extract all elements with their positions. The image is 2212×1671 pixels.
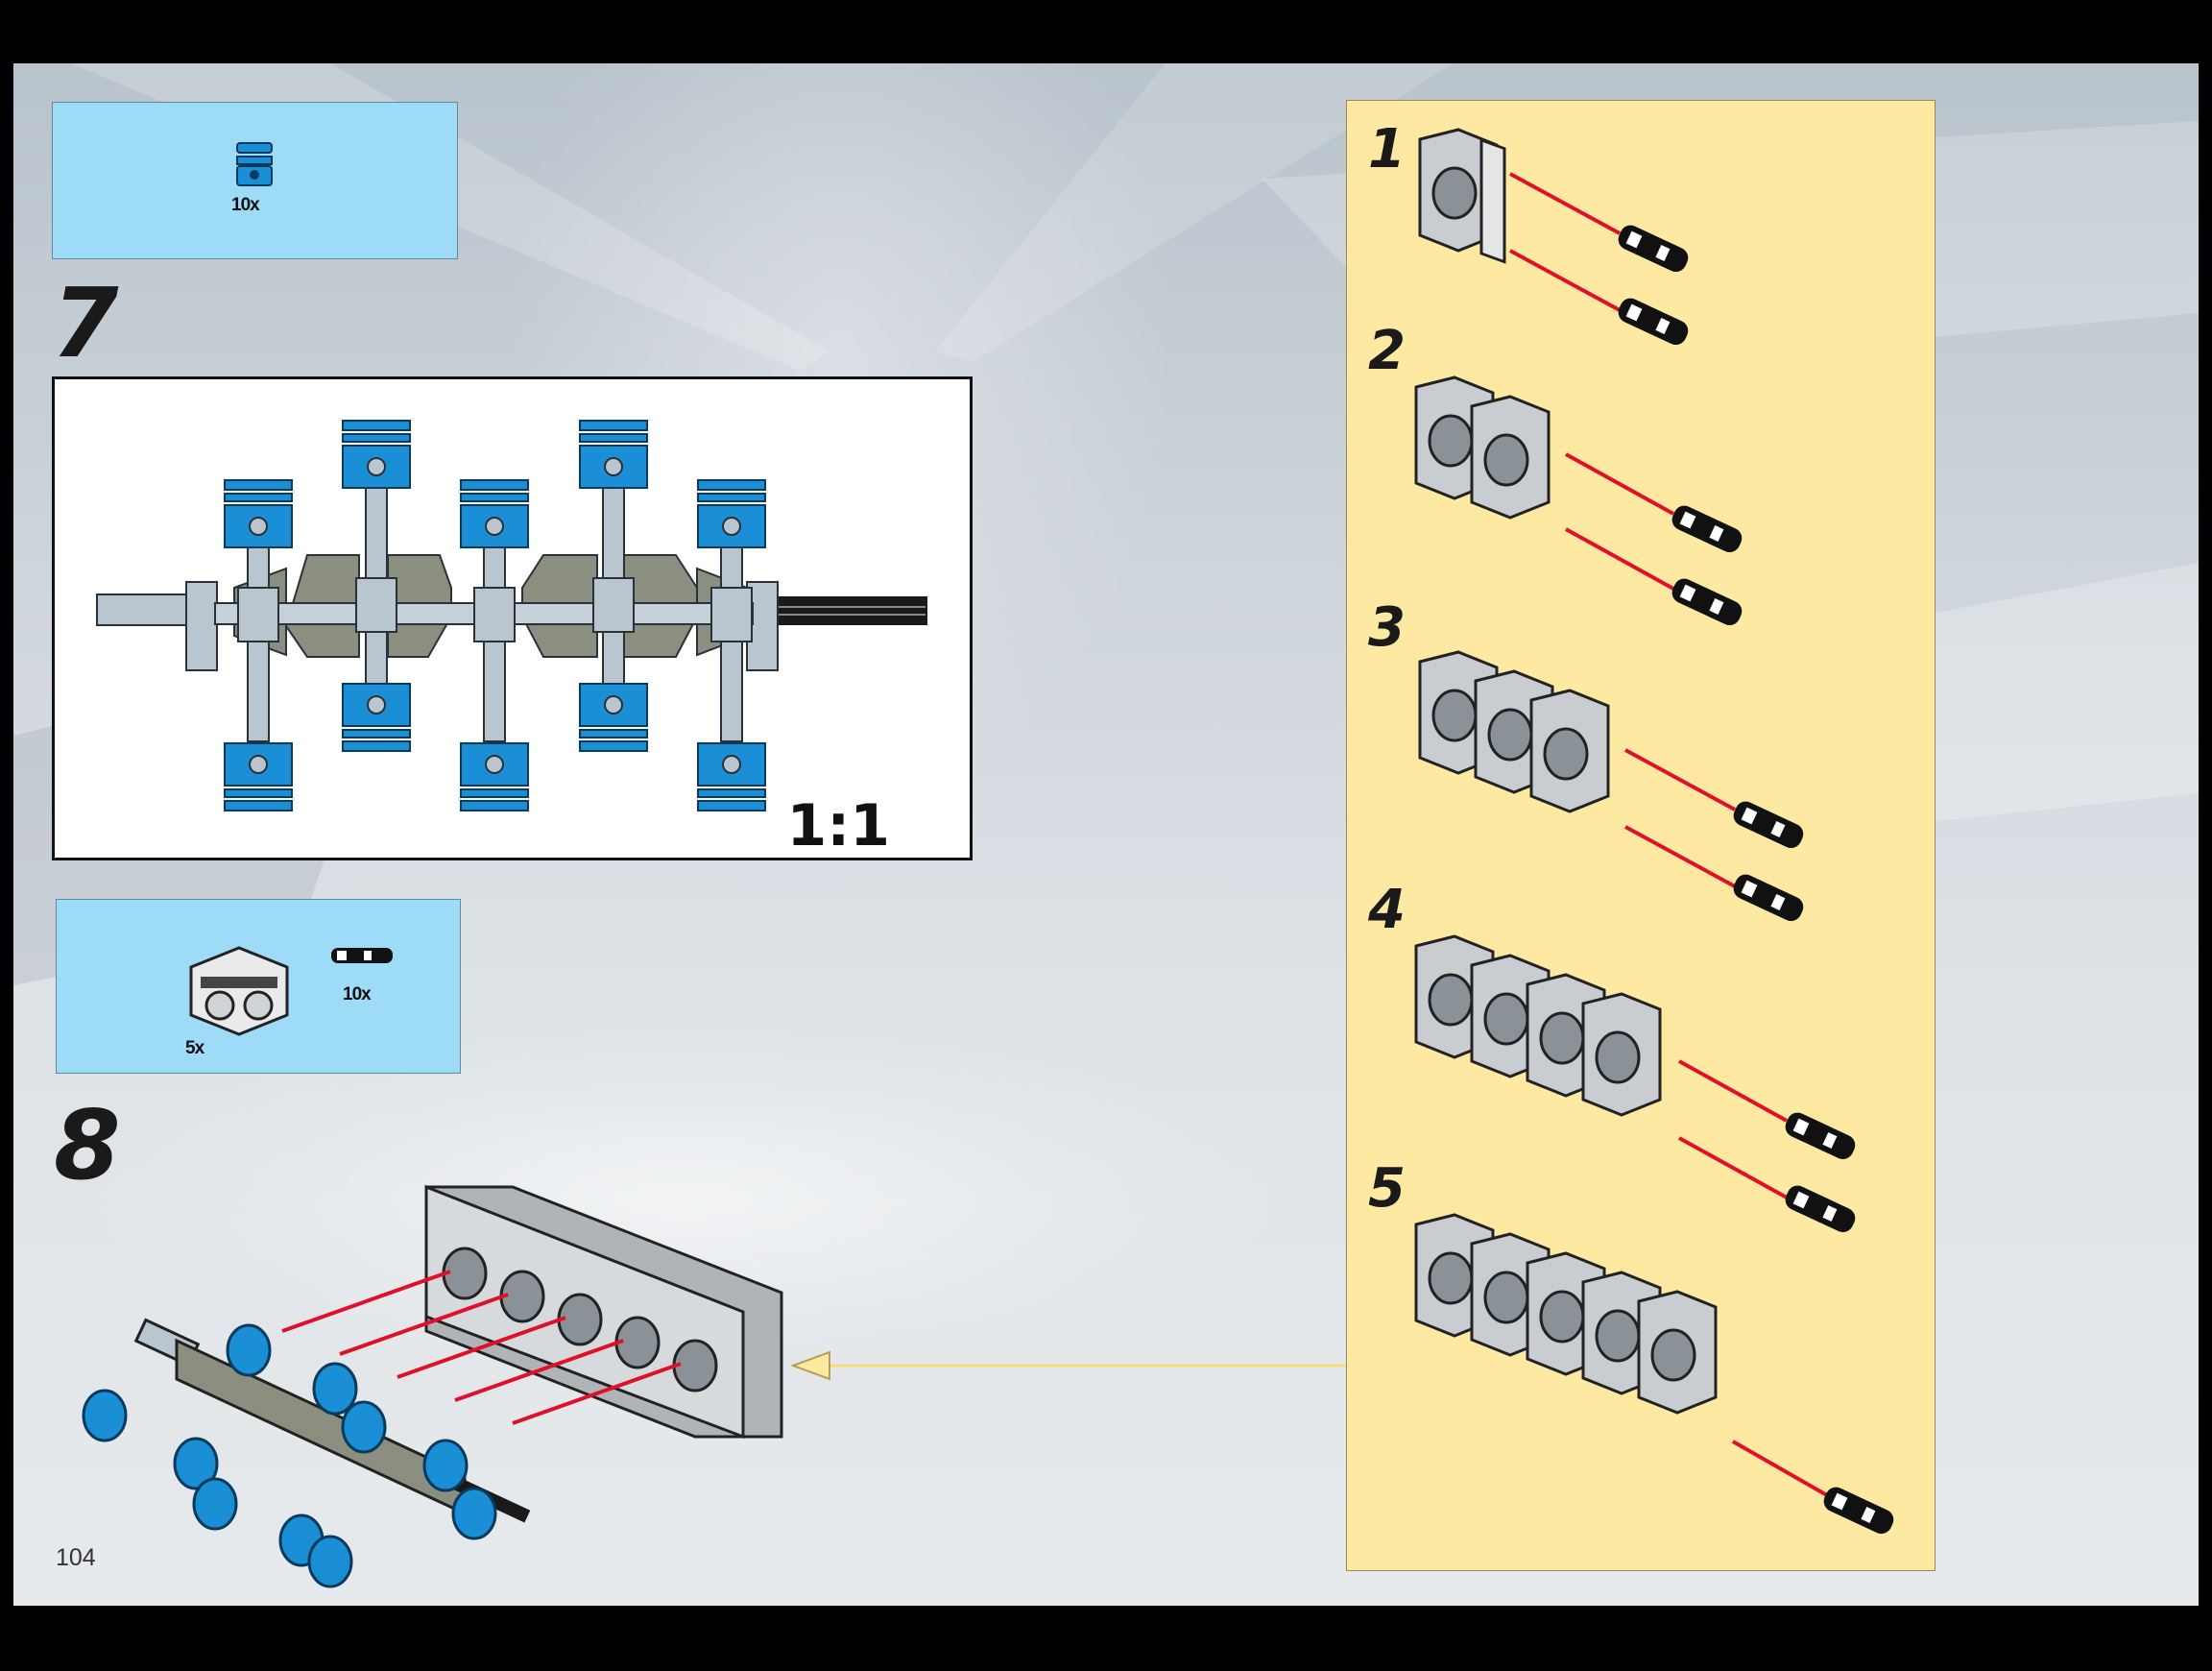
pin-qty: 10x <box>343 984 372 1005</box>
piston-icon <box>236 142 273 186</box>
substep-4-number: 4 <box>1368 879 1406 941</box>
crankshaft-diagram <box>96 420 927 811</box>
step7-parts-box: 10x <box>52 102 458 259</box>
scale-label: 1:1 <box>786 792 891 860</box>
page-number: 104 <box>56 1544 96 1571</box>
substep-3-number: 3 <box>1368 596 1406 659</box>
cylinder-block-icon <box>189 946 289 1036</box>
substep-2-number: 2 <box>1368 320 1406 382</box>
step8-parts-box: 5x 10x <box>56 899 461 1074</box>
piston-qty: 10x <box>231 195 260 215</box>
step8-assembly-art <box>82 1184 1348 1588</box>
step7-scale-diagram: 1:1 <box>52 376 973 860</box>
substep-5-number: 5 <box>1368 1157 1406 1220</box>
substep-1-number: 1 <box>1368 118 1406 181</box>
cylinder-block-qty: 5x <box>185 1038 204 1058</box>
substep-art <box>1414 128 1897 1538</box>
step7-number: 7 <box>52 267 119 379</box>
instruction-page: 10x 7 <box>13 63 2199 1606</box>
substep-panel: 1 2 3 4 5 <box>1346 100 1936 1571</box>
pin-icon <box>331 948 393 963</box>
step8-number: 8 <box>54 1089 121 1201</box>
